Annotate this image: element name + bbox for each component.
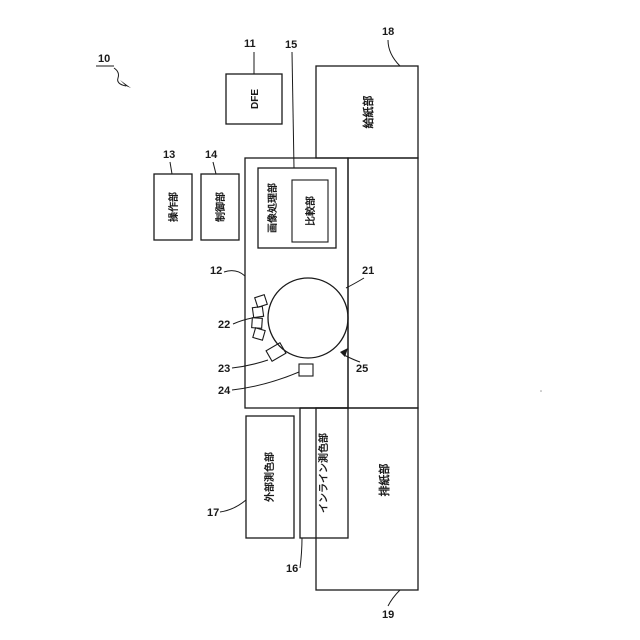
- ref-10-arrowhead-icon: [120, 80, 131, 88]
- ref-13-label: 13: [163, 149, 175, 161]
- control-unit-label: 制御部: [214, 192, 227, 222]
- ref-19-leader: [388, 590, 400, 606]
- control-unit-group: 制御部 14: [201, 149, 239, 240]
- operation-unit-group: 操作部 13: [154, 149, 192, 240]
- drum-group: 21: [268, 265, 374, 358]
- engine-box: [245, 158, 348, 408]
- ref-15-leader: [292, 52, 294, 168]
- rotation-arrowhead-icon: [340, 348, 348, 357]
- operation-unit-label: 操作部: [167, 192, 180, 222]
- inline-colorimetry-group: インライン測色部 16: [286, 408, 348, 575]
- ref-21-leader: [346, 278, 364, 288]
- engine-group: 12: [210, 158, 418, 408]
- sensor-box: [299, 364, 313, 376]
- ref-11-label: 11: [244, 38, 256, 50]
- drum-circle: [268, 278, 348, 358]
- ref-23-label: 23: [218, 363, 230, 375]
- ref-17-leader: [220, 500, 246, 512]
- rotation-arrow-group: 25: [340, 348, 368, 375]
- dfe-box-group: DFE 11: [226, 38, 282, 124]
- paper-discharge-label: 排紙部: [377, 464, 391, 497]
- ref-23-leader: [232, 360, 268, 368]
- head-2: [252, 306, 263, 317]
- ref-10-group: 10: [96, 53, 131, 88]
- ref-17-label: 17: [207, 507, 219, 519]
- ref-15-label: 15: [285, 39, 297, 51]
- ref-16-label: 16: [286, 563, 298, 575]
- dfe-label: DFE: [250, 89, 261, 109]
- ref-18-label: 18: [382, 26, 394, 38]
- sensor-group: 24: [218, 364, 313, 397]
- paper-discharge-group: 排紙部 19: [300, 408, 418, 621]
- ref-18-leader: [388, 40, 400, 66]
- ref-24-label: 24: [218, 385, 231, 397]
- scan-speck: [540, 390, 542, 392]
- ref-22-label: 22: [218, 319, 230, 331]
- ref-14-leader: [213, 162, 216, 174]
- external-colorimetry-label: 外部測色部: [263, 452, 276, 503]
- comparison-label: 比較部: [304, 196, 317, 226]
- image-processing-label: 画像処理部: [266, 183, 279, 233]
- heads-group: 22: [218, 295, 267, 340]
- paper-discharge-box: [316, 408, 418, 590]
- head-3: [252, 318, 263, 329]
- ref-14-label: 14: [205, 149, 218, 161]
- ref-22-leader: [233, 318, 252, 324]
- ref-13-leader: [170, 162, 172, 174]
- head-4: [253, 328, 265, 340]
- ref-25-label: 25: [356, 363, 368, 375]
- external-colorimetry-group: 外部測色部 17: [207, 416, 294, 538]
- head-1: [255, 295, 268, 308]
- ref-25-leader: [344, 355, 360, 362]
- ref-19-label: 19: [382, 609, 394, 621]
- ref-12-label: 12: [210, 265, 222, 277]
- inline-colorimetry-label: インライン測色部: [317, 433, 330, 513]
- ref-21-label: 21: [362, 265, 374, 277]
- paper-feed-label: 給紙部: [361, 96, 375, 129]
- ref-16-leader: [300, 538, 302, 568]
- dryer-box: [266, 343, 286, 361]
- paper-feed-group: 給紙部 18: [316, 26, 418, 158]
- image-processing-group: 画像処理部 比較部 15: [258, 39, 336, 248]
- dryer-group: 23: [218, 343, 286, 375]
- ref-24-leader: [232, 372, 299, 390]
- ref-12-leader: [224, 271, 245, 276]
- ref-10-label: 10: [98, 53, 110, 65]
